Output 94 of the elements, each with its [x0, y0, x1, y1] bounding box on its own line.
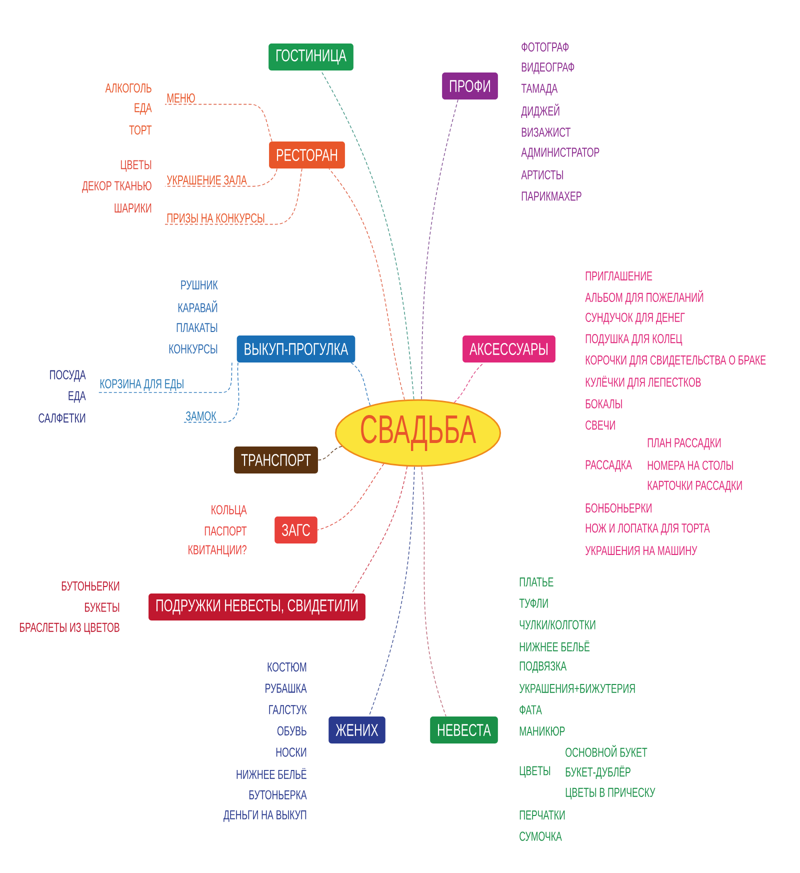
item-text: ЦВЕТЫ В ПРИЧЕСКУ: [566, 788, 656, 800]
dashed-connector: [184, 362, 240, 423]
item-text: ЦВЕТЫ: [120, 160, 152, 172]
item-text: НОСКИ: [276, 748, 306, 757]
dashed-connector: [421, 466, 446, 717]
item-text: КАРАВАЙ: [178, 300, 218, 312]
item-text: ТУФЛИ: [519, 598, 548, 608]
item-text: ПОДУШКА ДЛЯ КОЛЕЦ: [586, 334, 682, 346]
dashed-connector: [350, 362, 371, 406]
item-text: КОЛЬЦА: [212, 505, 247, 517]
subtopic-label: ПРИЗЫ НА КОНКУРСЫ: [167, 213, 264, 223]
item-text: ЕДА: [68, 391, 86, 403]
topic-box: НЕВЕСТА: [430, 716, 498, 744]
dashed-connector: [98, 362, 232, 393]
item-text: БУТОНЬЕРКИ: [62, 581, 120, 591]
item-text: ТОРТ: [129, 125, 152, 135]
item-text: БОКАЛЫ: [586, 399, 622, 408]
item-text: КОСТЮМ: [268, 662, 306, 672]
item-text: АДМИНИСТРАТОР: [521, 148, 600, 160]
item-text: БУТОНЬЕРКА: [249, 790, 307, 800]
item-text: ДИДЖЕЙ: [521, 104, 560, 118]
item-text: ФАТА: [520, 705, 542, 714]
item-text: БУКЕТ-ДУБЛЁР: [566, 766, 630, 780]
subtopic-label: УКРАШЕНИЕ ЗАЛА: [166, 175, 247, 185]
item-text: ПАРИКМАХЕР: [522, 192, 582, 201]
item-text: ЦВЕТЫ: [520, 766, 550, 778]
item-text: КВИТАНЦИИ?: [188, 545, 246, 557]
item-text: ФОТОГРАФ: [522, 42, 569, 52]
topic-box: ПРОФИ: [442, 72, 498, 100]
item-text: БОНБОНЬЕРКИ: [586, 503, 652, 513]
topic-box: ТРАНСПОРТ: [234, 446, 318, 474]
item-text: АЛЬБОМ ДЛЯ ПОЖЕЛАНИЙ: [585, 290, 704, 304]
subtopic-label: МЕНЮ: [167, 93, 195, 103]
item-text: ПОДВЯЗКА: [520, 661, 567, 674]
item-text: ДЕНЬГИ НА ВЫКУП: [224, 810, 306, 822]
item-text: САЛФЕТКИ: [38, 413, 86, 423]
item-text: ПЛАТЬЕ: [520, 577, 554, 586]
item-text: ОСНОВНОЙ БУКЕТ: [566, 745, 648, 757]
item-text: ПЛАН РАССАДКИ: [648, 438, 721, 450]
item-text: ПАСПОРТ: [204, 526, 247, 536]
item-text: ДЕКОР ТКАНЬЮ: [82, 181, 152, 193]
item-text: АЛКОГОЛЬ: [105, 83, 152, 93]
item-text: НОЖ И ЛОПАТКА ДЛЯ ТОРТА: [586, 523, 710, 536]
item-text: КУЛЁЧКИ ДЛЯ ЛЕПЕСТКОВ: [586, 376, 701, 390]
item-text: ЕДА: [134, 103, 152, 115]
item-text: НИЖНЕЕ БЕЛЬЁ: [520, 640, 590, 652]
subtopic-label: ЗАМОК: [186, 411, 216, 421]
topic-box: ЖЕНИХ: [328, 716, 386, 744]
item-text: СУНДУЧОК ДЛЯ ДЕНЕГ: [586, 312, 685, 324]
topic-box: ВЫКУП-ПРОГУЛКА: [236, 336, 356, 362]
dashed-connector: [320, 70, 414, 400]
item-text: ШАРИКИ: [114, 204, 152, 212]
item-text: НОМЕРА НА СТОЛЫ: [648, 460, 733, 470]
dashed-connector: [454, 362, 484, 404]
topic-box: ПОДРУЖКИ НЕВЕСТЫ, СВИДЕТИЛИ: [148, 594, 366, 620]
item-text: КАРТОЧКИ РАССАДКИ: [648, 480, 742, 492]
item-text: ВИЗАЖИСТ: [522, 128, 570, 137]
item-text: ПРИГЛАШЕНИЕ: [586, 271, 652, 281]
dashed-connector: [317, 463, 384, 530]
item-text: БРАСЛЕТЫ ИЗ ЦВЕТОВ: [20, 622, 120, 634]
dashed-connector: [164, 104, 272, 142]
dashed-connector: [318, 446, 342, 460]
topic-box: ГОСТИНИЦА: [268, 44, 354, 70]
dashed-connector: [164, 168, 302, 225]
item-text: ОБУВЬ: [277, 726, 306, 736]
subtopic-label: КОРЗИНА ДЛЯ ЕДЫ: [100, 379, 184, 391]
item-text: УКРАШЕНИЯ НА МАШИНУ: [585, 546, 698, 556]
item-text: МАНИКЮР: [520, 726, 565, 736]
dashed-connector: [352, 466, 408, 594]
topic-box: РЕСТОРАН: [269, 142, 345, 168]
item-text: ЧУЛКИ/КОЛГОТКИ: [520, 620, 596, 630]
item-text: НИЖНЕЕ БЕЛЬЁ: [236, 768, 306, 779]
item-text: ПОСУДА: [50, 370, 86, 382]
dashed-connector: [328, 168, 405, 400]
topic-box: АКСЕССУАРЫ: [462, 336, 556, 362]
item-text: РУБАШКА: [266, 684, 307, 693]
item-text: РУШНИК: [181, 280, 218, 290]
item-text: ГАЛСТУК: [269, 705, 307, 714]
item-text: КОРОЧКИ ДЛЯ СВИДЕТЕЛЬСТВА О БРАКЕ: [586, 355, 766, 368]
item-text: УКРАШЕНИЯ+БИЖУТЕРИЯ: [519, 684, 635, 694]
dashed-connector: [421, 99, 458, 400]
dashed-connector: [164, 168, 278, 187]
item-text: АРТИСТЫ: [521, 170, 563, 180]
item-text: ПЕРЧАТКИ: [520, 810, 565, 820]
dashed-connector: [368, 466, 415, 717]
item-text: СВЕЧИ: [586, 420, 615, 430]
topic-box: ЗАГС: [274, 516, 318, 544]
item-text: СУМОЧКА: [520, 832, 562, 841]
item-text: ТАМАДА: [521, 84, 558, 96]
item-text: РАССАДКА: [586, 460, 632, 472]
item-text: ПЛАКАТЫ: [176, 323, 218, 332]
item-text: БУКЕТЫ: [85, 602, 120, 612]
item-text: ВИДЕОГРАФ: [522, 62, 574, 74]
item-text: КОНКУРСЫ: [169, 344, 218, 354]
